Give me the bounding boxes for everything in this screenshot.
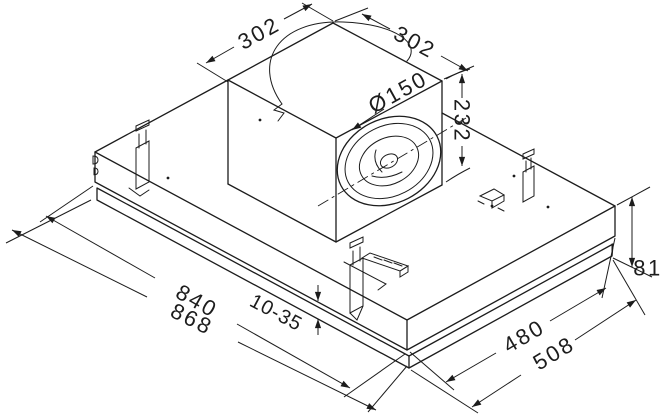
leader-line [351, 108, 385, 131]
dimension-line [45, 215, 156, 279]
body-top-back-right-edge [441, 112, 616, 207]
extension-line [410, 369, 479, 414]
screw-mark [512, 174, 516, 178]
dimension-label-body-height: 81 [633, 256, 662, 281]
fan-blade-1 [371, 171, 403, 178]
terminal-front [399, 265, 409, 278]
screw-mark [546, 205, 550, 209]
bracket-nut [349, 236, 364, 249]
dimension-box-top-depth: 302 [196, 2, 334, 83]
dimension-mounting-gap: 10-35 [246, 285, 322, 336]
extension-line [445, 68, 471, 80]
dimension-line [236, 323, 351, 389]
terminal-dividers [373, 256, 403, 267]
dimension-line [205, 46, 235, 64]
body-top-back-left-edge [94, 79, 229, 153]
hood-body [92, 79, 616, 369]
bracket-nut [135, 119, 150, 132]
dimension-body-height: 81 [612, 186, 662, 281]
dimension-line [361, 13, 391, 30]
bracket-stud [525, 157, 532, 173]
bracket-foot [349, 305, 364, 321]
extension-line [343, 353, 406, 398]
mounting-bracket-right [522, 148, 535, 203]
dimension-line [440, 55, 469, 72]
dimension-label-box-height: 232 [450, 99, 475, 143]
bracket-arm [343, 261, 387, 291]
body-left-band [94, 151, 408, 351]
dimension-box-height: 232 [445, 68, 475, 183]
spring-clip [477, 188, 506, 212]
body-top-front-edges [94, 151, 616, 321]
screw-mark [258, 118, 262, 122]
mounting-bracket-left [128, 119, 150, 197]
extension-line [409, 351, 455, 391]
dimension-line [283, 3, 313, 20]
dimension-body-depth: 480 [409, 237, 616, 391]
fan-hub [379, 153, 399, 169]
panel-left-band [96, 187, 410, 369]
spigot-flange-ring [344, 122, 434, 200]
terminal-top [360, 252, 410, 272]
dimension-line [11, 229, 148, 298]
dimension-line [549, 287, 607, 322]
extension-line [196, 62, 229, 83]
extension-line [367, 365, 408, 413]
bracket-stud [352, 246, 361, 266]
keyhole-slot-upper [92, 155, 99, 165]
dimension-box-top-width: 302 [334, 7, 475, 80]
spigot-opening [358, 135, 420, 187]
exhaust-spigot [317, 115, 467, 207]
bracket-plate [522, 165, 535, 203]
dimension-line [445, 352, 497, 383]
extension-line [301, 2, 334, 22]
extension-line [612, 259, 646, 316]
dimension-line [237, 341, 377, 411]
fan-blade-2 [374, 149, 383, 173]
bracket-plate [135, 140, 150, 190]
mounting-bracket-front [343, 236, 387, 321]
dimension-line [471, 374, 522, 408]
dimension-label-302-depth: 302 [234, 11, 285, 54]
extension-line [445, 167, 471, 183]
dimension-line [574, 299, 637, 341]
clip-tabs [477, 200, 505, 212]
spigot-centerline [317, 117, 467, 207]
blower-box [227, 21, 443, 243]
extension-line [612, 257, 653, 278]
spigot-outer-ring [336, 115, 442, 207]
extension-line [616, 186, 651, 206]
terminal-block [360, 252, 410, 278]
keyhole-slot-lower [93, 167, 99, 176]
body-right-band [406, 205, 616, 351]
bracket-nut [522, 148, 535, 160]
bracket-stud [138, 129, 147, 149]
clip-side [491, 194, 505, 209]
clip-top [478, 188, 506, 202]
extension-line [334, 7, 369, 22]
arc-break-squiggle [272, 103, 285, 122]
screw-mark [166, 176, 170, 180]
extension-line [5, 199, 92, 244]
box-bottom-edges [227, 183, 443, 243]
bracket-foot [128, 187, 150, 197]
duct-circle-top-arc [269, 21, 412, 105]
dimension-label-duct-diameter: Ø150 [364, 66, 432, 119]
